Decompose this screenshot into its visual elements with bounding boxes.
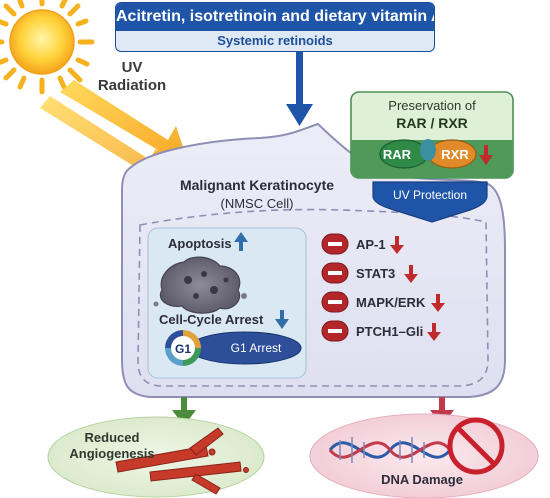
receptor-title-line2: RAR / RXR <box>396 115 468 131</box>
pathway-label: MAPK/ERK <box>356 295 426 310</box>
down-arrow-shaft <box>432 323 436 334</box>
uv-protection-label: UV Protection <box>393 188 467 202</box>
cell-title: Malignant Keratinocyte <box>180 177 334 193</box>
inhibition-bar <box>328 242 342 246</box>
rar-label: RAR <box>383 147 412 162</box>
angiogenesis-label: Angiogenesis <box>69 446 154 461</box>
header-title: Acitretin, isotretinoin and dietary vita… <box>116 3 434 31</box>
down-arrow-shaft <box>409 265 413 276</box>
inhibition-bar <box>328 300 342 304</box>
down-arrow-icon <box>431 303 445 312</box>
cell-subtitle: (NMSC Cell) <box>221 196 294 211</box>
blood-vessel-icon <box>115 427 249 495</box>
pathway-row: AP-1 <box>321 233 404 255</box>
apoptotic-cell-icon <box>153 256 247 314</box>
pathway-row: STAT3 <box>321 262 418 284</box>
down-arrow-to-cell <box>286 52 313 126</box>
uv-label: UV <box>122 59 143 76</box>
down-arrow-icon <box>390 245 404 254</box>
header-subtitle: Systemic retinoids <box>217 33 333 48</box>
down-arrow-icon <box>404 274 418 283</box>
inhibition-bar <box>328 271 342 275</box>
rxr-down-arrow-icon <box>479 145 493 165</box>
retinoids-header: Acitretin, isotretinoin and dietary vita… <box>115 2 435 52</box>
dna-damage-label: DNA Damage <box>381 472 463 487</box>
apoptosis-up-arrow-icon <box>234 232 248 251</box>
nucleus-boundary <box>137 208 489 387</box>
inhibition-bar <box>328 329 342 333</box>
g1-cycle-icon <box>165 330 201 366</box>
apoptosis-label: Apoptosis <box>168 236 232 251</box>
cell-cycle-down-arrow-icon <box>275 310 289 329</box>
down-arrow-icon <box>427 332 441 341</box>
uv-protection-shield-icon <box>372 181 488 223</box>
g1-arrest-label: G1 Arrest <box>231 341 282 355</box>
cell-cycle-arrest-label: Cell-Cycle Arrest <box>159 312 264 327</box>
rxr-label: RXR <box>441 147 469 162</box>
pathway-label: AP-1 <box>356 237 386 252</box>
reduced-label: Reduced <box>85 430 140 445</box>
down-arrow-shaft <box>436 294 440 305</box>
uv-beam-icon <box>40 80 188 180</box>
sun-icon <box>0 0 95 95</box>
receptor-title-line1: Preservation of <box>388 98 476 113</box>
pathway-label: STAT3 <box>356 266 395 281</box>
prohibited-icon <box>447 417 505 475</box>
pathway-label: PTCH1–Gli <box>356 324 423 339</box>
down-arrow-shaft <box>395 236 399 247</box>
pathway-row: MAPK/ERK <box>321 291 445 313</box>
pathway-row: PTCH1–Gli <box>321 320 441 342</box>
rar-rxr-complex <box>379 139 477 169</box>
dna-helix-icon <box>328 437 452 463</box>
radiation-label: Radiation <box>98 77 166 94</box>
g1-label: G1 <box>175 342 191 356</box>
